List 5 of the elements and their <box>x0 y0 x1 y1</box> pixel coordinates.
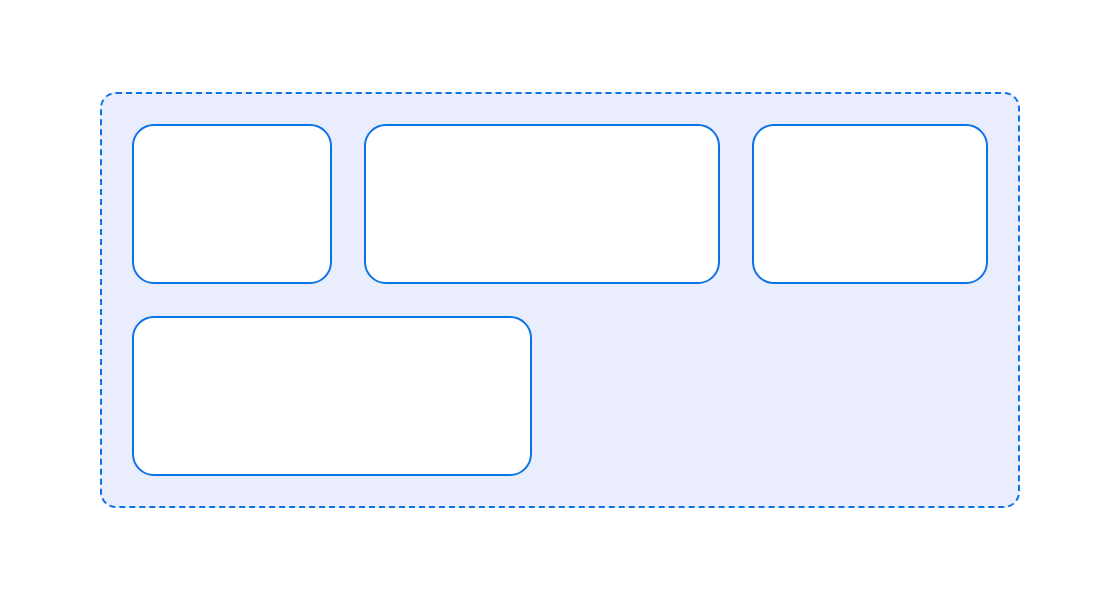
rounded-box <box>132 316 532 476</box>
rounded-box <box>364 124 720 284</box>
rounded-box <box>132 124 332 284</box>
rounded-box <box>752 124 988 284</box>
dashed-group-panel <box>100 92 1020 508</box>
